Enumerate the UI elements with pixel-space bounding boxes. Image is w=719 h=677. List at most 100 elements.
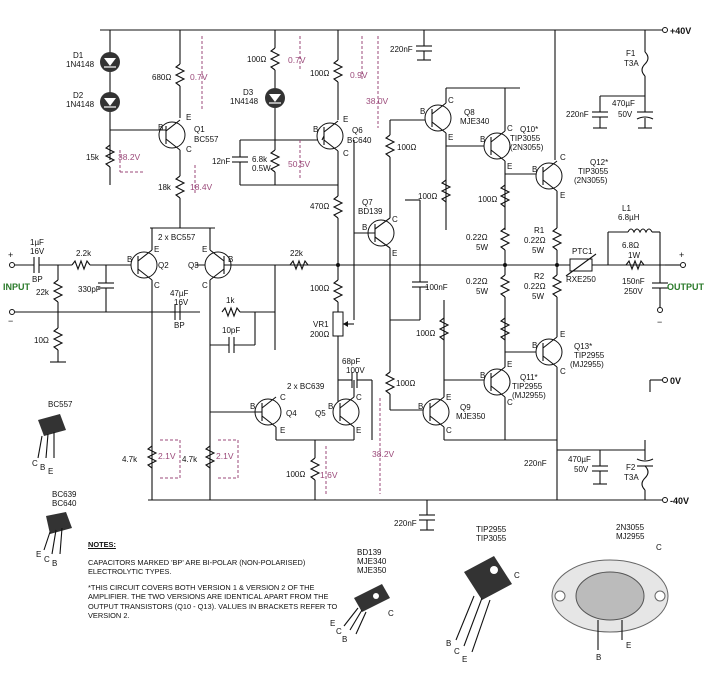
notes-block: NOTES: CAPACITORS MARKED 'BP' ARE BI-POL…	[88, 540, 338, 627]
q8-ref: Q8	[464, 108, 475, 117]
q5-b: B	[328, 402, 333, 411]
r22k-in-label: 2.2k	[76, 249, 92, 258]
resistor-r1: R1 0.22Ω 5W	[524, 226, 563, 265]
r100-q9base-label: 100Ω	[416, 329, 435, 338]
v-q1-eb: 0.7V	[190, 72, 208, 82]
q10-ref: Q10*	[520, 125, 538, 134]
v-68k: 50.5V	[288, 159, 311, 169]
c470b-volt: 50V	[574, 465, 589, 474]
q9-ref: Q9	[460, 403, 471, 412]
positive-rail: +40V	[100, 26, 691, 36]
q8-c: C	[448, 96, 454, 105]
q10-alt: (2N3055)	[510, 143, 544, 152]
transistor-q10: B C E Q10* TIP3055 (2N3055)	[480, 88, 544, 230]
q2-e: E	[154, 245, 159, 254]
ptc1-ref: PTC1	[572, 247, 593, 256]
q7-ref: Q7	[362, 198, 373, 207]
q1-ref: Q1	[194, 125, 205, 134]
resistor-100-q6e: 100Ω	[310, 30, 344, 120]
to3-b: B	[596, 653, 601, 662]
c47-val: 47µF	[170, 289, 189, 298]
q4-c: C	[280, 393, 286, 402]
f1-val: T3A	[624, 59, 639, 68]
l1-ref: L1	[622, 204, 631, 213]
c47-volt: 16V	[174, 298, 189, 307]
q11-part: TIP2955	[512, 382, 543, 391]
q3-e: E	[202, 245, 207, 254]
r47a-label: 4.7k	[122, 455, 138, 464]
capacitor-220nf-bottom: 220nF	[394, 500, 435, 531]
l1-val: 6.8µH	[618, 213, 640, 222]
resistor-470: 470Ω	[310, 195, 344, 278]
to3-c: C	[656, 543, 662, 552]
f1-ref: F1	[626, 49, 636, 58]
r100b-label: 100Ω	[310, 69, 329, 78]
r1-val: 0.22Ω	[524, 236, 546, 245]
resistor-6r8: 6.8Ω 1W	[622, 241, 645, 271]
tail-resistors: 4.7k 4.7k	[122, 445, 216, 469]
voltage-markers-left: 0.7V 38.2V 18.4V	[118, 36, 213, 195]
r15k-label: 15k	[86, 153, 100, 162]
q8-e: E	[448, 133, 453, 142]
q2q3-label: 2 x BC557	[158, 233, 196, 242]
q12-c: C	[560, 153, 566, 162]
q3-c: C	[202, 281, 208, 290]
d1-ref: D1	[73, 51, 84, 60]
v-vas: 38.2V	[372, 449, 395, 459]
resistor-100-mid: 100Ω	[310, 278, 344, 303]
c150-val: 150nF	[622, 277, 645, 286]
capacitor-220nf-top: 220nF	[390, 30, 432, 61]
pkg-tip3055-label: TIP3055	[476, 534, 507, 543]
v-q6-eb: 0.9V	[350, 70, 368, 80]
v-18k: 18.4V	[190, 182, 213, 192]
resistor-6k8: 6.8k 0.5W	[240, 140, 338, 186]
bc639-e: E	[36, 550, 41, 559]
r2-watt: 5W	[532, 292, 544, 301]
c68p-volt: 100V	[346, 366, 365, 375]
f2-ref: F2	[626, 463, 636, 472]
feedback-network: 22k 47µF 16V BP 1k 10pF	[170, 249, 309, 353]
tip-c2: C	[454, 647, 460, 656]
transistor-q1: B E C Q1 BC557	[110, 113, 219, 154]
q5-ref: Q5	[315, 409, 326, 418]
resistor-100-q6: 100Ω	[247, 30, 281, 71]
r100a-label: 100Ω	[247, 55, 266, 64]
r10-label: 10Ω	[34, 336, 49, 345]
q12-b: B	[532, 165, 537, 174]
r22k-label: 22k	[36, 288, 50, 297]
q4q5-label: 2 x BC639	[287, 382, 325, 391]
tip-e: E	[462, 655, 467, 664]
d3-ref: D3	[243, 88, 254, 97]
r68k-watt: 0.5W	[252, 164, 271, 173]
q9-b: B	[418, 402, 423, 411]
q12-alt: (2N3055)	[574, 176, 608, 185]
r68k-val: 6.8k	[252, 155, 268, 164]
resistor-022-lower-left: 0.22Ω 5W	[466, 265, 511, 298]
transistor-q7: B C E Q7 BD139	[353, 140, 398, 320]
q1-part: BC557	[194, 135, 219, 144]
v-100a: 0.7V	[288, 55, 306, 65]
transistor-q6: B E C Q6 BC640	[313, 115, 372, 196]
package-bd139: BD139 MJE340 MJE350 C E C B	[330, 548, 394, 644]
pkg-bc640-label: BC640	[52, 499, 77, 508]
q6-part: BC640	[347, 136, 372, 145]
rail-gnd-label: 0V	[670, 376, 681, 386]
cin-volt: 16V	[30, 247, 45, 256]
q11-b: B	[480, 371, 485, 380]
q6-c: C	[343, 149, 349, 158]
r68-val: 6.8Ω	[622, 241, 639, 250]
r022a-val: 0.22Ω	[466, 233, 488, 242]
r680-label: 680Ω	[152, 73, 171, 82]
inductor-l1: L1 6.8µH	[607, 204, 661, 265]
resistor-15k: 15k	[86, 144, 116, 185]
pkg-tip2955-label: TIP2955	[476, 525, 507, 534]
q13-part: TIP2955	[574, 351, 605, 360]
resistor-100-q5: 100Ω	[286, 440, 321, 500]
r2-val: 0.22Ω	[524, 282, 546, 291]
q2-ref: Q2	[158, 261, 169, 270]
resistor-680: 680Ω	[152, 30, 186, 118]
r47b-label: 4.7k	[182, 455, 198, 464]
q10-e: E	[507, 162, 512, 171]
v-47a: 2.1V	[158, 451, 176, 461]
